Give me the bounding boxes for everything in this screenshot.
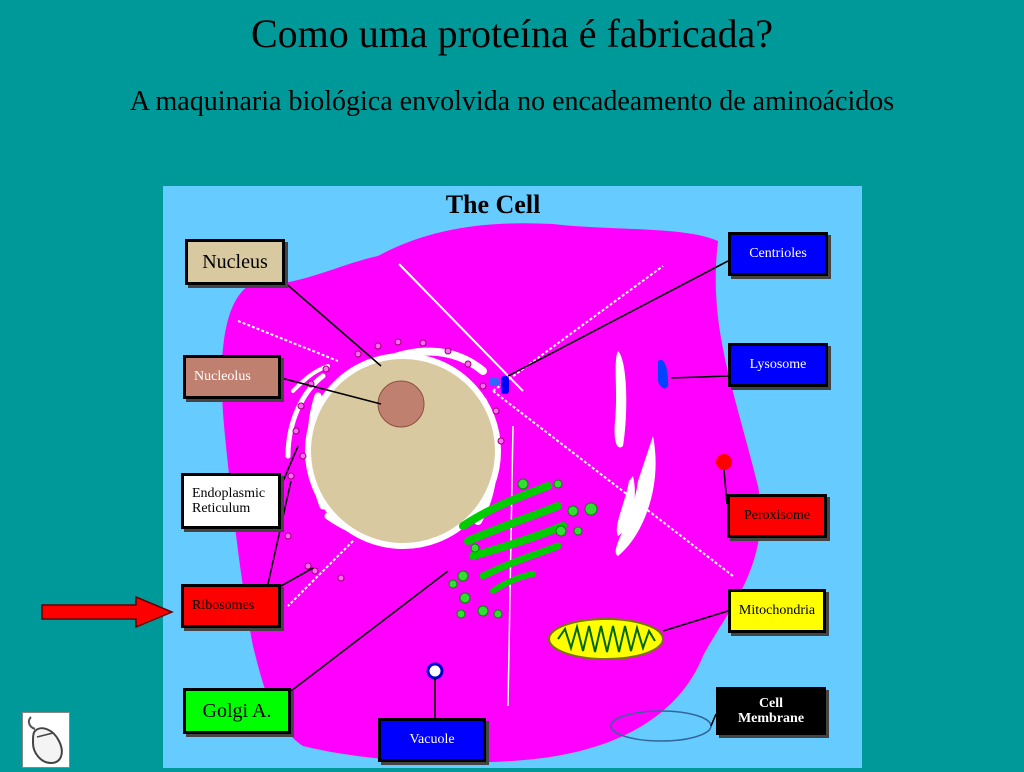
label-text: Vacuole <box>409 732 455 748</box>
mouse-icon-graphic <box>27 716 63 765</box>
centriole <box>501 376 509 394</box>
golgi-vesicles <box>448 478 598 619</box>
label-text: Cell <box>758 695 784 711</box>
label-golgi: Golgi A. <box>183 688 291 734</box>
label-cell-membrane: Cell Membrane <box>716 687 826 735</box>
cell-illustration <box>221 223 761 763</box>
mouse-icon[interactable] <box>22 712 70 768</box>
lysosome <box>658 359 669 389</box>
label-text: Peroxisome <box>743 508 811 524</box>
label-text: Nucleus <box>202 251 268 273</box>
label-endoplasmic-reticulum: Endoplasmic Reticulum <box>181 473 281 529</box>
label-text: Membrane <box>737 711 805 726</box>
label-mitochondria: Mitochondria <box>728 589 826 633</box>
label-text: Endoplasmic <box>192 485 266 501</box>
nucleolus <box>377 380 425 428</box>
cut-line <box>287 540 354 607</box>
vacuole <box>426 662 444 680</box>
er-membrane <box>285 373 326 459</box>
label-text: Mitochondria <box>738 603 816 619</box>
centriole <box>489 378 499 386</box>
label-centrioles: Centrioles <box>728 232 828 276</box>
cut-line <box>492 265 664 392</box>
mitochondria-cristae <box>557 623 656 653</box>
vacuole-shape <box>614 351 627 448</box>
vacuole-shape <box>616 476 635 536</box>
label-text: Nucleolus <box>194 369 251 385</box>
cut-line <box>492 390 734 577</box>
label-lysosome: Lysosome <box>728 343 828 387</box>
slide-subtitle: A maquinaria biológica envolvida no enca… <box>129 86 895 117</box>
label-text: Lysosome <box>749 357 807 373</box>
label-ribosomes: Ribosomes <box>181 584 281 628</box>
nucleus <box>305 353 501 549</box>
label-nucleus: Nucleus <box>185 239 285 285</box>
leader-lines <box>267 260 729 727</box>
cut-line <box>237 320 339 362</box>
peroxisome <box>716 454 732 470</box>
label-text: Ribosomes <box>192 598 255 614</box>
label-text: Reticulum <box>192 501 251 516</box>
label-text: Centrioles <box>749 246 807 262</box>
label-nucleolus: Nucleolus <box>183 355 281 399</box>
label-peroxisome: Peroxisome <box>727 494 827 538</box>
golgi-apparatus <box>459 482 567 594</box>
slide-title: Como uma proteína é fabricada? <box>251 11 773 56</box>
arrow-right-icon <box>41 595 174 629</box>
label-vacuole: Vacuole <box>378 718 486 762</box>
cell-diagram: The Cell Nucleus Nucleolus Endoplasmic R… <box>163 186 862 768</box>
cut-line <box>398 263 524 392</box>
diagram-title: The Cell <box>445 190 541 219</box>
label-text: Golgi A. <box>202 700 272 722</box>
